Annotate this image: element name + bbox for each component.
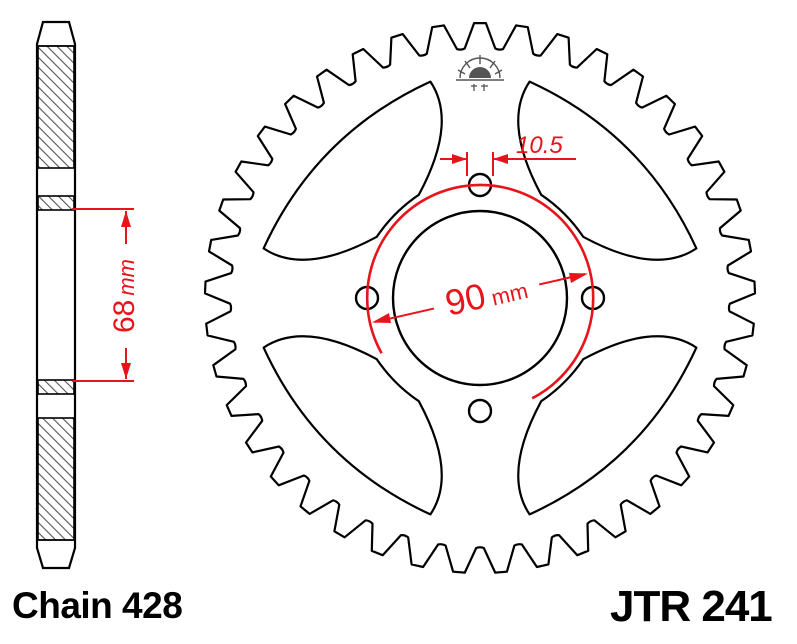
- part-number-label: JTR 241: [610, 582, 773, 631]
- offset-arrow-top: [121, 211, 131, 227]
- lightening-cutout: [517, 80, 698, 261]
- pcd-dimension: 90mm: [365, 183, 595, 400]
- side-profile-hatch-lower-hub: [37, 379, 75, 395]
- sprocket-tooth-profile: [203, 22, 757, 574]
- bolt-hole-dimension: 10.5: [440, 132, 576, 176]
- pcd-value: 90: [441, 275, 489, 324]
- side-profile-hatch-upper-hub: [37, 195, 75, 211]
- lightening-cutout: [262, 335, 443, 516]
- lightening-cutout: [517, 335, 698, 516]
- pcd-dimension-label: 90mm: [441, 265, 531, 323]
- lightening-cutouts: [262, 80, 698, 516]
- offset-dimension: 68 mm: [72, 208, 141, 382]
- lightening-cutout: [262, 80, 443, 261]
- side-profile-view: [35, 20, 77, 570]
- side-profile-hatch-top: [37, 45, 75, 169]
- offset-arrow-bottom: [121, 363, 131, 379]
- pcd-arrow-right: [569, 273, 588, 283]
- sunrise-logo-icon: [456, 55, 504, 91]
- pcd-arrow-left: [372, 313, 391, 323]
- bolt-hole: [467, 398, 493, 424]
- sprocket-front-view: [203, 22, 757, 574]
- pcd-arc: [365, 183, 595, 400]
- bolt-hole-dimension-label: 10.5: [516, 132, 563, 159]
- center-bore: [391, 209, 569, 387]
- side-profile-hatch-bottom: [37, 417, 75, 541]
- chain-size-label: Chain 428: [12, 585, 183, 626]
- offset-dimension-label: 68 mm: [108, 259, 141, 333]
- offset-unit: mm: [114, 259, 139, 296]
- offset-value: 68: [108, 300, 141, 333]
